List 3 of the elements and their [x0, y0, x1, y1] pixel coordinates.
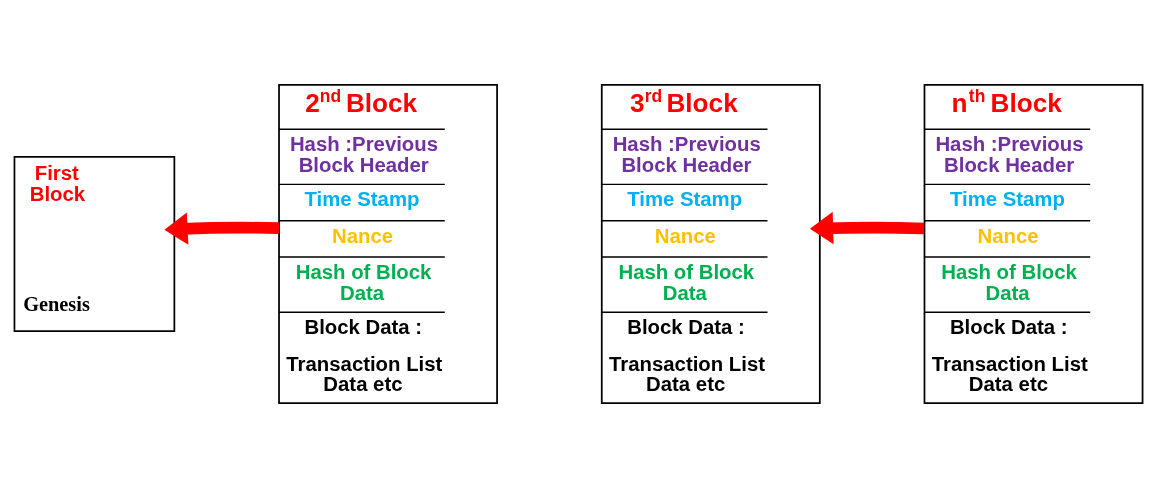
- arrow: [809, 211, 925, 244]
- arrow: [164, 211, 280, 245]
- node-box: First Block Genesis: [13, 155, 176, 332]
